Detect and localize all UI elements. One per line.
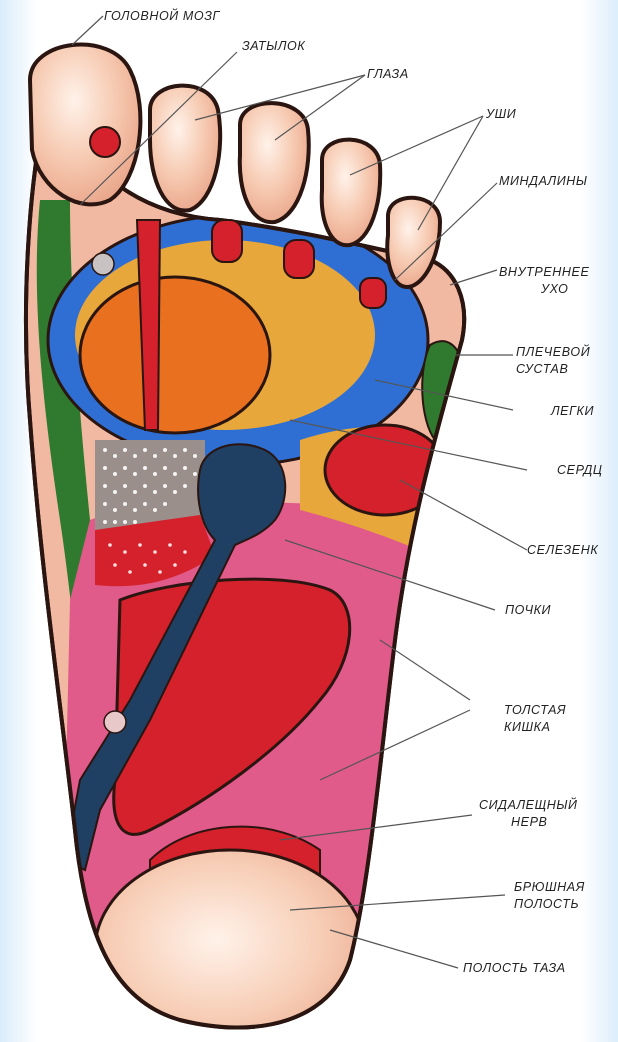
label-spleen: СЕЛЕЗЕНК xyxy=(527,542,598,559)
label-brain: ГОЛОВНОЙ МОЗГ xyxy=(104,8,220,25)
toe-2 xyxy=(150,86,220,211)
label-abdomen-line1: БРЮШНАЯ xyxy=(514,879,585,896)
toe-4 xyxy=(322,140,380,246)
label-eyes: ГЛАЗА xyxy=(367,66,409,83)
small-point-lower xyxy=(104,711,126,733)
label-abdomen: БРЮШНАЯ ПОЛОСТЬ xyxy=(514,879,585,913)
label-tonsils: МИНДАЛИНЫ xyxy=(499,173,588,190)
label-occiput: ЗАТЫЛОК xyxy=(242,38,305,55)
label-heart: СЕРДЦ xyxy=(557,462,603,479)
label-colon-line2: КИШКА xyxy=(504,719,566,736)
label-sciatic: СИДАЛЕЩНЫЙ НЕРВ xyxy=(479,797,578,831)
label-pelvis: ПОЛОСТЬ ТАЗА xyxy=(463,960,566,977)
heel-pelvis-zone xyxy=(95,850,365,1042)
toe-3 xyxy=(240,103,309,222)
label-colon-line1: ТОЛСТАЯ xyxy=(504,702,566,719)
label-shoulder-line1: ПЛЕЧЕВОЙ xyxy=(516,344,590,361)
liver-dotted-zone xyxy=(95,440,205,530)
label-kidneys: ПОЧКИ xyxy=(505,602,551,619)
label-lungs: ЛЕГКИ xyxy=(551,403,594,420)
big-toe xyxy=(30,45,140,205)
label-inner-ear-line1: ВНУТРЕННЕЕ xyxy=(499,264,589,281)
label-inner-ear-line2: УХО xyxy=(499,281,589,298)
label-abdomen-line2: ПОЛОСТЬ xyxy=(514,896,585,913)
label-sciatic-line2: НЕРВ xyxy=(479,814,578,831)
label-shoulder: ПЛЕЧЕВОЙ СУСТАВ xyxy=(516,344,590,378)
ear-point xyxy=(360,278,386,308)
stomach-zone xyxy=(80,277,270,433)
label-sciatic-line1: СИДАЛЕЩНЫЙ xyxy=(479,797,578,814)
eye-point-1 xyxy=(212,220,242,262)
label-colon: ТОЛСТАЯ КИШКА xyxy=(504,702,566,736)
label-shoulder-line2: СУСТАВ xyxy=(516,361,590,378)
small-point-upper xyxy=(92,253,114,275)
label-ears: УШИ xyxy=(486,106,516,123)
eye-point-2 xyxy=(284,240,314,278)
brain-point xyxy=(90,127,120,157)
label-inner-ear: ВНУТРЕННЕЕ УХО xyxy=(499,264,589,298)
